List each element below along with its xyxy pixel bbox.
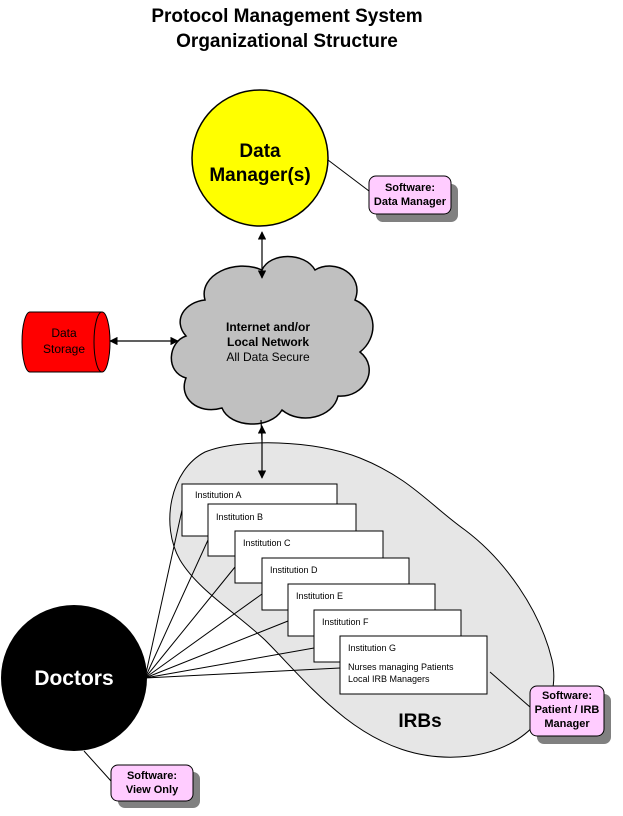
doctors-label: Doctors	[34, 667, 113, 690]
institution-g-detail-1: Nurses managing Patients	[348, 662, 454, 672]
institution-a-label: Institution A	[195, 490, 242, 500]
note-irb-line1: Software:	[542, 690, 592, 702]
note-data-manager-line1: Software:	[385, 182, 435, 194]
network-label-line1: Internet and/or	[226, 320, 310, 334]
institution-g-detail-2: Local IRB Managers	[348, 674, 430, 684]
doctors-node	[1, 605, 147, 751]
institution-e-label: Institution E	[296, 591, 343, 601]
institution-b-label: Institution B	[216, 512, 263, 522]
data-manager-label-line2: Manager(s)	[209, 165, 310, 186]
note-data-manager-line2: Data Manager	[374, 196, 447, 208]
note-doctors-line1: Software:	[127, 770, 177, 782]
note-irb-line2: Patient / IRB	[535, 704, 600, 716]
irbs-label: IRBs	[398, 711, 441, 732]
note-doctors-line2: View Only	[126, 784, 179, 796]
data-storage-node	[21, 311, 111, 373]
diagram-title-line1: Protocol Management System	[151, 6, 422, 27]
doctor-links	[144, 509, 341, 679]
callout-line-irb	[489, 671, 531, 708]
institution-c-label: Institution C	[243, 538, 291, 548]
data-manager-node	[191, 89, 329, 227]
institution-d-label: Institution D	[270, 565, 318, 575]
network-cloud	[170, 255, 374, 425]
note-irb-line3: Manager	[544, 718, 590, 730]
network-label-line2: Local Network	[227, 335, 309, 349]
note-data-manager: Software: Data Manager	[368, 175, 458, 222]
diagram-title-line2: Organizational Structure	[176, 31, 398, 52]
data-manager-label-line1: Data	[239, 141, 281, 162]
note-doctors: Software: View Only	[110, 764, 200, 808]
network-label-line3: All Data Secure	[226, 350, 310, 364]
callout-line-doctors	[83, 750, 112, 782]
data-storage-label-line2: Storage	[43, 342, 85, 356]
institution-f-label: Institution F	[322, 617, 369, 627]
callout-line-data-manager	[327, 159, 370, 192]
data-storage-label-line1: Data	[51, 326, 77, 340]
institution-g-label: Institution G	[348, 643, 396, 653]
note-irb: Software: Patient / IRB Manager	[529, 685, 611, 744]
institution-g: Institution G Nurses managing Patients L…	[339, 635, 488, 695]
